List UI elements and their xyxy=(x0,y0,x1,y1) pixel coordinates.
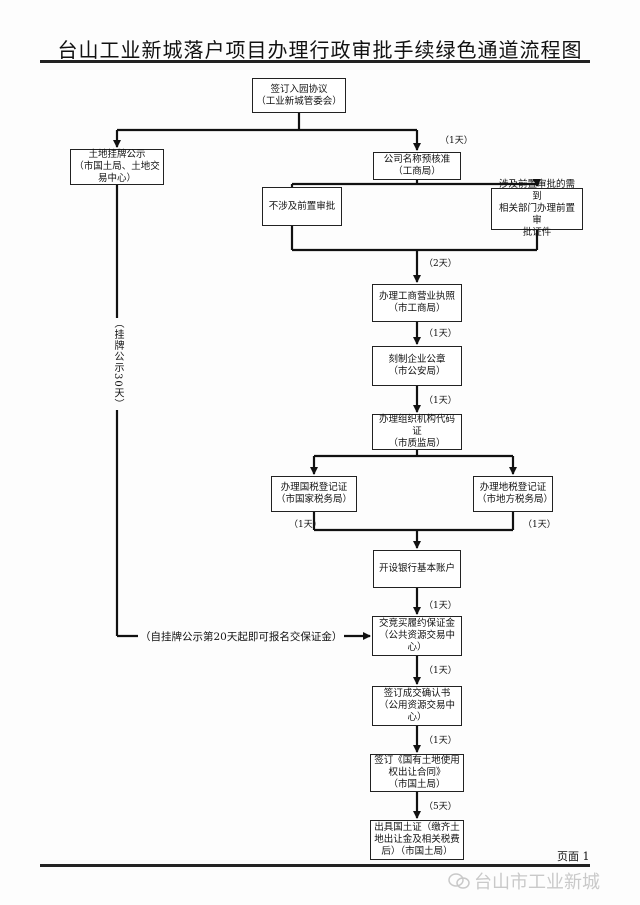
node-land-contract-line-2: 权出让合同》 xyxy=(388,767,446,778)
node-confirmation: 签订成交确认书 （公用资源交易中 心） xyxy=(372,686,462,726)
page-number: 页面 1 xyxy=(557,848,590,864)
node-no-pre-approval-label: 不涉及前置审批 xyxy=(268,200,336,212)
duration-confirm-to-contract: （1天） xyxy=(424,736,457,746)
node-land-certificate-line-3: 后）（市国土局） xyxy=(381,846,453,857)
node-pre-approval-line-3: 批证件 xyxy=(522,227,552,238)
node-confirmation-dept-2: 心） xyxy=(407,712,427,723)
node-land-certificate-line-1: 出具国土证（缴齐土 xyxy=(374,822,460,833)
node-sign-agreement-dept: （工业新城管委会） xyxy=(256,95,342,107)
node-deposit: 交竞买履约保证金 （公共资源交易中 心） xyxy=(372,616,462,656)
node-name-check-label: 公司名称预核准 xyxy=(383,154,451,165)
node-local-tax-label: 办理地税登记证 xyxy=(479,482,547,493)
node-business-license: 办理工商营业执照 （市工商局） xyxy=(372,284,462,322)
duration-name-check: （1天） xyxy=(440,136,473,146)
title-rule xyxy=(40,60,590,63)
node-name-check-dept: （工商局） xyxy=(393,166,441,177)
node-local-tax: 办理地税登记证 （市地方税务局） xyxy=(473,476,553,512)
deposit-note: （自挂牌公示第20天起即可报名交保证金） xyxy=(138,629,345,644)
node-sign-agreement-label: 签订入园协议 xyxy=(270,83,328,95)
duration-seal: （1天） xyxy=(424,329,457,339)
node-land-notice-label: 土地挂牌公示 xyxy=(88,149,146,160)
node-org-code-dept: （市质监局） xyxy=(388,438,446,449)
node-national-tax-label: 办理国税登记证 xyxy=(280,482,348,493)
node-land-contract: 签订《国有土地使用 权出让合同》 （市国土局） xyxy=(370,754,464,792)
node-national-tax: 办理国税登记证 （市国家税务局） xyxy=(271,476,357,512)
node-land-contract-line-1: 签订《国有土地使用 xyxy=(374,755,460,766)
node-local-tax-dept: （市地方税务局） xyxy=(477,494,554,505)
page-title: 台山工业新城落户项目办理行政审批手续绿色通道流程图 xyxy=(57,38,583,62)
node-pre-approval: 涉及前置审批的需到 相关部门办理前置审 批证件 xyxy=(491,179,583,238)
node-bank-account: 开设银行基本账户 xyxy=(373,550,461,588)
node-deposit-label: 交竞买履约保证金 xyxy=(378,618,455,629)
node-confirmation-label: 签订成交确认书 xyxy=(383,688,451,699)
node-sign-agreement: 签订入园协议 （工业新城管委会） xyxy=(252,78,346,113)
watermark: 台山市工业新城 xyxy=(448,868,600,895)
node-land-certificate: 出具国土证（缴齐土 地出让金及相关税费 后）（市国土局） xyxy=(370,820,464,860)
node-pre-approval-line-1: 涉及前置审批的需到 xyxy=(498,179,575,202)
page-label: 页面 xyxy=(557,850,579,863)
node-pre-approval-line-2: 相关部门办理前置审 xyxy=(498,203,575,226)
duration-local-tax: （1天） xyxy=(523,520,556,530)
node-bank-account-label: 开设银行基本账户 xyxy=(378,563,455,574)
node-business-license-dept: （市工商局） xyxy=(388,303,446,314)
node-deposit-dept-2: 心） xyxy=(407,642,427,653)
duration-bank-to-deposit: （1天） xyxy=(424,601,457,611)
land-notice-period: （挂牌公示30天） xyxy=(110,318,125,410)
duration-org-code: （1天） xyxy=(424,396,457,406)
page-number-value: 1 xyxy=(582,850,590,863)
footer-rule xyxy=(40,864,590,867)
node-land-notice-dept-1: （市国土局、土地交 xyxy=(74,161,160,172)
duration-license: （2天） xyxy=(424,259,457,269)
node-company-seal-label: 刻制企业公章 xyxy=(388,354,446,365)
node-name-check: 公司名称预核准 （工商局） xyxy=(373,152,461,180)
node-org-code-label: 办理组织机构代码证 xyxy=(378,414,455,437)
node-company-seal: 刻制企业公章 （市公安局） xyxy=(372,346,462,386)
node-land-contract-dept: （市国土局） xyxy=(388,779,446,790)
node-land-notice: 土地挂牌公示 （市国土局、土地交 易中心） xyxy=(70,149,164,185)
duration-contract-to-cert: （5天） xyxy=(424,802,457,812)
watermark-text: 台山市工业新城 xyxy=(474,872,600,893)
node-no-pre-approval: 不涉及前置审批 xyxy=(262,187,342,226)
node-business-license-label: 办理工商营业执照 xyxy=(378,291,455,302)
node-deposit-dept-1: （公共资源交易中 xyxy=(378,630,455,641)
node-confirmation-dept-1: （公用资源交易中 xyxy=(378,700,455,711)
node-land-certificate-line-2: 地出让金及相关税费 xyxy=(374,834,460,845)
duration-national-tax: （1天） xyxy=(289,520,322,530)
node-org-code: 办理组织机构代码证 （市质监局） xyxy=(372,414,462,450)
wechat-icon xyxy=(448,872,470,895)
duration-deposit-to-confirm: （1天） xyxy=(424,666,457,676)
node-national-tax-dept: （市国家税务局） xyxy=(275,494,352,505)
node-company-seal-dept: （市公安局） xyxy=(388,366,446,377)
node-land-notice-dept-2: 易中心） xyxy=(97,173,136,184)
